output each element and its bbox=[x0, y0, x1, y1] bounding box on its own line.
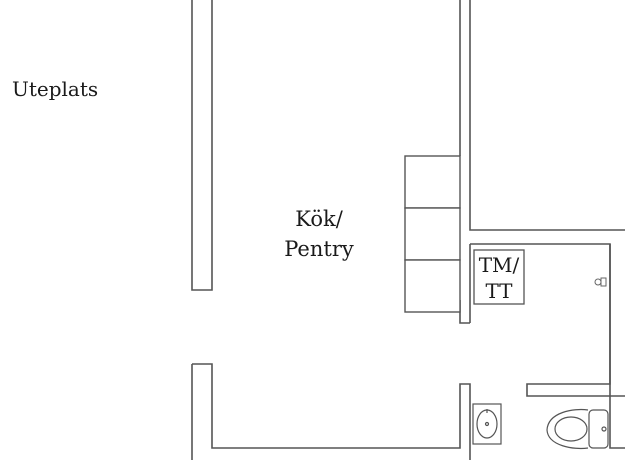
outdoor-label: Uteplats bbox=[12, 77, 98, 101]
toilet-icon bbox=[546, 408, 609, 450]
kitchen-label-line1: Kök/ bbox=[295, 207, 343, 231]
kitchen-left-wall bbox=[191, 0, 471, 460]
appliance-label-line2: TT bbox=[485, 279, 513, 303]
interior-walls bbox=[459, 0, 625, 449]
washer-dryer-box bbox=[473, 249, 525, 305]
shower-drain-icon bbox=[594, 277, 607, 287]
appliance-label-line1: TM/ bbox=[479, 253, 520, 277]
kitchen-label-line2: Pentry bbox=[284, 237, 354, 261]
washbasin-icon bbox=[472, 403, 502, 445]
counter-cabinets bbox=[404, 155, 461, 313]
